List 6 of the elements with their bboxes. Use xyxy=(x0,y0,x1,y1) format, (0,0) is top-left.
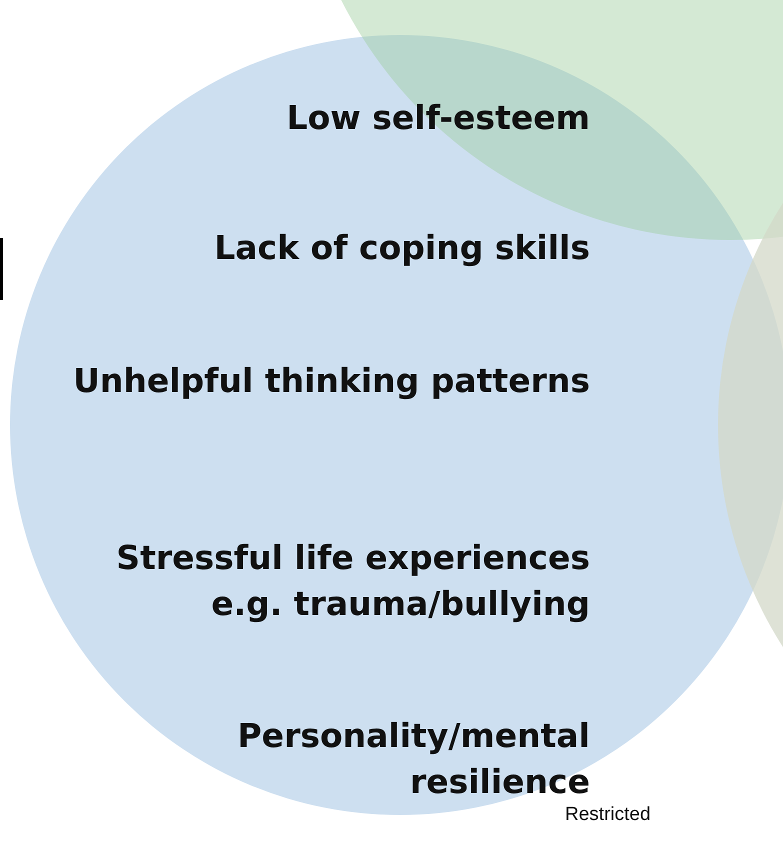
risk-factor-text: Low self-esteem xyxy=(286,97,590,139)
risk-factor-text: Lack of coping skills xyxy=(213,227,590,269)
classification-note: Restricted xyxy=(565,804,651,826)
risk-factor-text: Unhelpful thinking patterns xyxy=(72,360,590,402)
risk-factor-text: Personality/mental resilience xyxy=(236,715,590,803)
risk-factor-text: Stressful life experiences e.g. trauma/bullying xyxy=(115,537,590,625)
